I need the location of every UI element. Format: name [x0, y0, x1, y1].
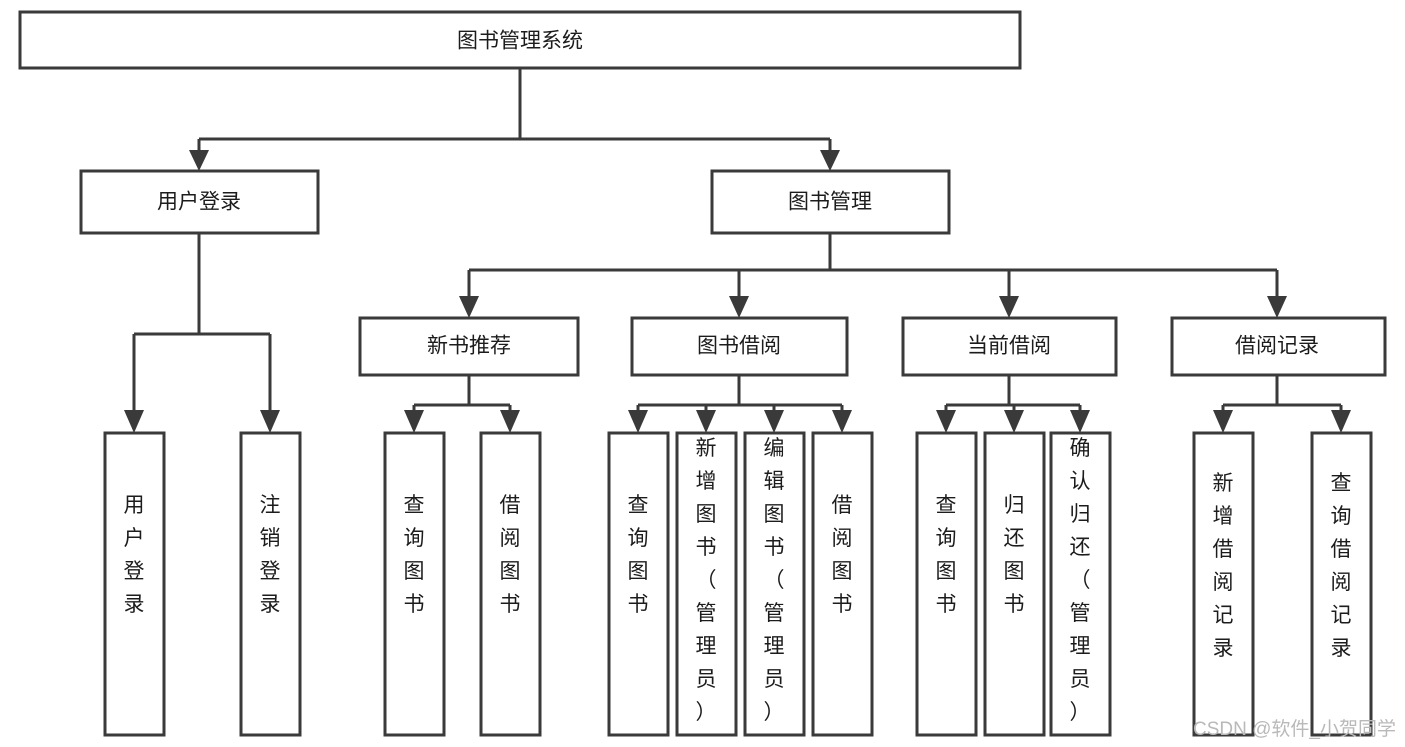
- arrow-head-userlogin: [189, 150, 209, 171]
- arrow-head-leaf-user-login: [124, 410, 144, 433]
- node-borrow-record-label: 借阅记录: [1235, 335, 1319, 358]
- arrow-head-book-borrow: [729, 296, 749, 318]
- node-leaf-edit-book-label: 编辑图书（管理员）: [764, 437, 785, 724]
- node-leaf-borrow-book-1[interactable]: 借阅图书: [479, 431, 542, 737]
- node-leaf-query-record-label: 查询借阅记录: [1331, 472, 1352, 660]
- node-leaf-borrow-book-2-box[interactable]: [811, 431, 874, 737]
- node-leaf-query-book-2-label: 查询图书: [628, 494, 649, 616]
- arrow-head-leaf-user-logout: [260, 410, 280, 433]
- node-new-book-recommend-label: 新书推荐: [427, 335, 511, 358]
- node-leaf-add-book[interactable]: 新增图书（管理员）: [675, 431, 738, 737]
- arrow-head-bookmanage: [820, 150, 840, 171]
- node-leaf-add-record[interactable]: 新增借阅记录: [1192, 431, 1255, 737]
- node-new-book-recommend-box[interactable]: [358, 316, 580, 377]
- node-root[interactable]: 图书管理系统: [18, 10, 1022, 70]
- node-user-login[interactable]: 用户登录: [79, 169, 320, 235]
- node-new-book-recommend[interactable]: 新书推荐: [358, 316, 580, 377]
- node-book-manage-box[interactable]: [710, 169, 951, 235]
- arrow-head-borrow-record: [1267, 296, 1287, 318]
- node-leaf-query-book-3[interactable]: 查询图书: [915, 431, 978, 737]
- node-root-label: 图书管理系统: [457, 30, 583, 53]
- arrow-head-leaf-borrow-book-1: [500, 410, 520, 433]
- arrow-head-leaf-borrow-book-2: [832, 410, 852, 433]
- node-leaf-borrow-book-1-label: 借阅图书: [500, 494, 521, 616]
- arrow-head-leaf-query-book-3: [936, 410, 956, 433]
- node-leaf-add-book-box[interactable]: [675, 431, 738, 737]
- node-leaf-user-login-box[interactable]: [103, 431, 166, 737]
- node-leaf-query-record[interactable]: 查询借阅记录: [1310, 431, 1373, 737]
- node-leaf-user-logout-box[interactable]: [239, 431, 302, 737]
- node-leaf-query-book-2-box[interactable]: [607, 431, 670, 737]
- node-borrow-record-box[interactable]: [1170, 316, 1387, 377]
- node-book-borrow-box[interactable]: [630, 316, 849, 377]
- node-leaf-borrow-book-2[interactable]: 借阅图书: [811, 431, 874, 737]
- arrow-head-leaf-return-book: [1004, 410, 1024, 433]
- node-leaf-borrow-book-1-box[interactable]: [479, 431, 542, 737]
- arrow-head-leaf-query-record: [1331, 410, 1351, 433]
- node-book-borrow-label: 图书借阅: [697, 335, 781, 358]
- node-leaf-user-login-label: 用户登录: [124, 494, 145, 616]
- node-user-login-box[interactable]: [79, 169, 320, 235]
- node-leaf-confirm-return-label: 确认归还（管理员）: [1070, 437, 1091, 724]
- arrow-head-leaf-edit-book: [764, 410, 784, 433]
- node-leaf-add-book-label: 新增图书（管理员）: [696, 437, 717, 724]
- arrow-head-leaf-confirm-return: [1070, 410, 1090, 433]
- node-leaf-query-book-2[interactable]: 查询图书: [607, 431, 670, 737]
- csdn-watermark: CSDN @软件_小贺同学: [1193, 718, 1396, 740]
- node-leaf-query-record-box[interactable]: [1310, 431, 1373, 737]
- node-leaf-return-book-box[interactable]: [983, 431, 1046, 737]
- node-leaf-query-book-1-label: 查询图书: [404, 494, 425, 616]
- arrow-head-leaf-add-book: [696, 410, 716, 433]
- node-book-manage[interactable]: 图书管理: [710, 169, 951, 235]
- node-leaf-user-logout-label: 注销登录: [260, 494, 281, 616]
- node-current-borrow[interactable]: 当前借阅: [901, 316, 1118, 377]
- node-leaf-user-login[interactable]: 用户登录: [103, 431, 166, 737]
- node-leaf-borrow-book-2-label: 借阅图书: [832, 494, 853, 616]
- node-leaf-query-book-3-box[interactable]: [915, 431, 978, 737]
- node-root-box[interactable]: [18, 10, 1022, 70]
- node-leaf-confirm-return-box[interactable]: [1049, 431, 1112, 737]
- node-leaf-query-book-1-box[interactable]: [383, 431, 446, 737]
- node-leaf-query-book-1[interactable]: 查询图书: [383, 431, 446, 737]
- arrow-head-leaf-add-record: [1213, 410, 1233, 433]
- node-user-login-label: 用户登录: [157, 191, 241, 214]
- node-current-borrow-label: 当前借阅: [967, 335, 1051, 358]
- node-borrow-record[interactable]: 借阅记录: [1170, 316, 1387, 377]
- connector-group: [124, 68, 1351, 433]
- arrow-head-current-borrow: [999, 296, 1019, 318]
- node-leaf-return-book[interactable]: 归还图书: [983, 431, 1046, 737]
- node-leaf-add-record-box[interactable]: [1192, 431, 1255, 737]
- node-leaf-edit-book[interactable]: 编辑图书（管理员）: [743, 431, 806, 737]
- node-leaf-confirm-return[interactable]: 确认归还（管理员）: [1049, 431, 1112, 737]
- node-leaf-query-book-3-label: 查询图书: [936, 494, 957, 616]
- node-leaf-edit-book-box[interactable]: [743, 431, 806, 737]
- node-book-borrow[interactable]: 图书借阅: [630, 316, 849, 377]
- node-leaf-add-record-label: 新增借阅记录: [1213, 472, 1234, 660]
- arrow-head-leaf-query-book-1: [404, 410, 424, 433]
- node-book-manage-label: 图书管理: [788, 191, 872, 214]
- arrow-head-new-book-recommend: [459, 296, 479, 318]
- arrow-head-leaf-query-book-2: [628, 410, 648, 433]
- node-leaf-user-logout[interactable]: 注销登录: [239, 431, 302, 737]
- node-leaf-return-book-label: 归还图书: [1004, 494, 1025, 616]
- node-current-borrow-box[interactable]: [901, 316, 1118, 377]
